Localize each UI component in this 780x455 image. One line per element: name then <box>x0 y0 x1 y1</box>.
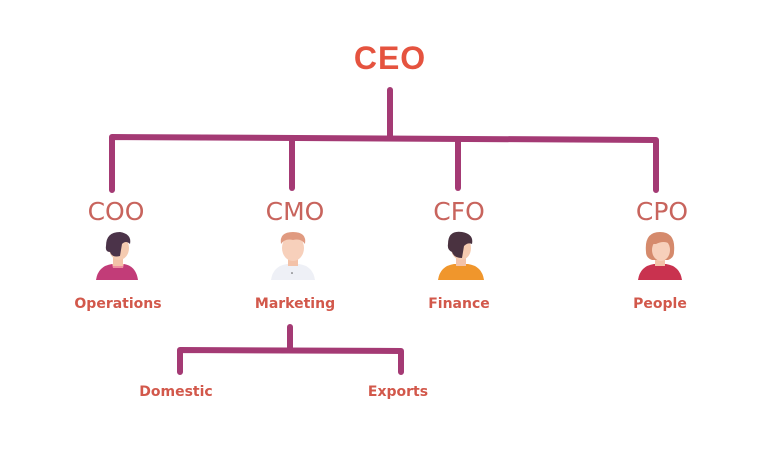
exports-subdepartment-label: Exports <box>367 384 429 400</box>
person-dark-hair-orange-shirt-icon <box>438 231 484 280</box>
finance-department-label: Finance <box>428 296 490 312</box>
marketing-department-label: Marketing <box>254 296 336 312</box>
coo-role-label: COO <box>87 197 145 226</box>
person-auburn-hair-red-shirt-icon <box>638 232 682 280</box>
person-dark-hair-pink-shirt-icon <box>96 232 138 280</box>
person-ginger-hair-white-shirt-icon <box>271 232 315 280</box>
cmo-role-label: CMO <box>265 197 325 226</box>
operations-department-label: Operations <box>74 296 162 312</box>
people-department-label: People <box>633 296 687 312</box>
cpo-role-label: CPO <box>635 197 689 226</box>
cfo-role-label: CFO <box>433 197 485 226</box>
ceo-title: CEO <box>353 40 427 76</box>
domestic-subdepartment-label: Domestic <box>139 384 213 400</box>
